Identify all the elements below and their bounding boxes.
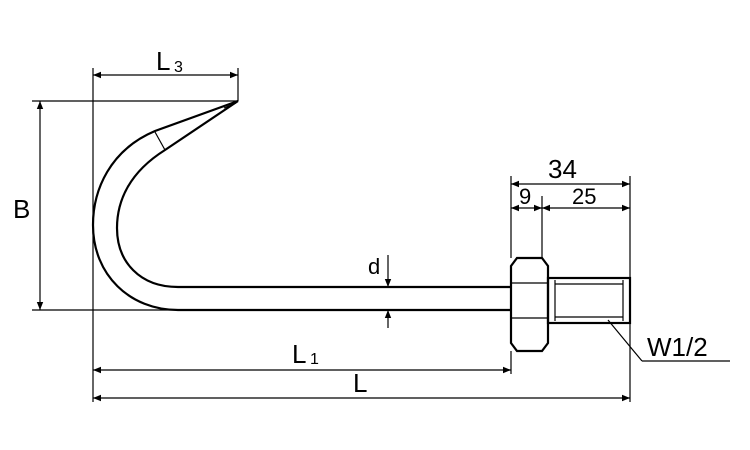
l3-label: L xyxy=(156,46,170,76)
l1-subscript: 1 xyxy=(310,351,319,368)
dimension-l3: L 3 xyxy=(93,46,238,79)
dimension-25: 25 xyxy=(542,184,630,212)
dimension-b: B xyxy=(13,101,44,310)
thread-callout: W1/2 xyxy=(607,319,730,362)
dimension-34: 34 xyxy=(511,154,630,188)
dimension-l: L xyxy=(93,368,630,402)
thread-label: W1/2 xyxy=(647,332,708,362)
d-label: d xyxy=(368,254,380,279)
dimension-d: d xyxy=(368,254,392,328)
l-label: L xyxy=(353,368,367,398)
dim-25-label: 25 xyxy=(572,184,596,209)
l3-subscript: 3 xyxy=(174,59,183,76)
dim-9-label: 9 xyxy=(519,184,531,209)
dim-34-label: 34 xyxy=(548,154,577,184)
hook-body xyxy=(91,99,512,312)
dimension-l1: L 1 xyxy=(93,339,511,374)
dimension-9: 9 xyxy=(511,184,542,212)
extension-lines xyxy=(32,68,631,402)
b-label: B xyxy=(13,194,30,224)
l1-label: L xyxy=(292,339,306,369)
threaded-end xyxy=(546,276,632,325)
hex-nut xyxy=(509,256,550,353)
